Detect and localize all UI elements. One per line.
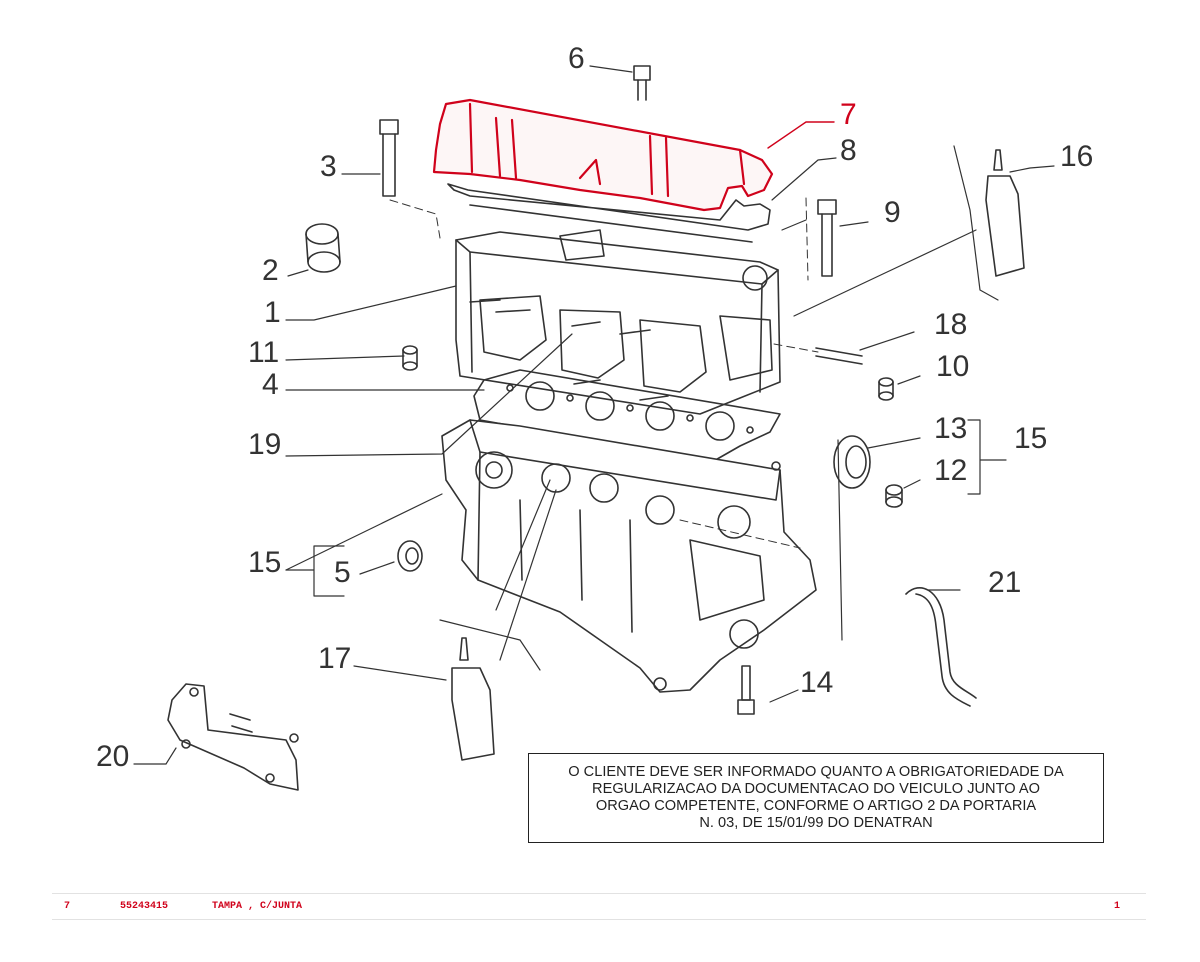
callout-16: 16 xyxy=(1060,140,1093,173)
callout-8: 8 xyxy=(840,134,857,167)
bolt-part-6[interactable] xyxy=(633,65,651,101)
sealant-bottle-part-17[interactable] xyxy=(451,637,495,761)
footer-part-number: 55243415 xyxy=(120,901,169,912)
highlight-leader xyxy=(767,121,835,149)
dowel-part-10[interactable] xyxy=(878,377,894,401)
callout-19: 19 xyxy=(248,428,281,461)
head-gasket-part-4[interactable] xyxy=(473,369,781,463)
cylinder-head-part-1[interactable] xyxy=(455,229,781,415)
callout-9: 9 xyxy=(884,196,901,229)
section-lines xyxy=(439,145,999,671)
parts-footer-row[interactable]: 7 55243415 TAMPA , C/JUNTA 1 xyxy=(52,893,1146,920)
sealant-bottle-part-16[interactable] xyxy=(985,149,1025,277)
head-bolt-part-3[interactable] xyxy=(379,119,399,197)
cap-part-2[interactable] xyxy=(305,223,341,273)
callout-13: 13 xyxy=(934,412,967,445)
seal-part-13[interactable] xyxy=(833,435,871,489)
callout-1: 1 xyxy=(264,296,281,329)
footer-description: TAMPA , C/JUNTA xyxy=(212,901,303,912)
valve-cover-gasket-part-8[interactable] xyxy=(447,183,771,243)
footer-item-number: 7 xyxy=(64,901,71,912)
callout-14: 14 xyxy=(800,666,833,699)
plug-part-12[interactable] xyxy=(885,484,903,508)
callout-21: 21 xyxy=(988,566,1021,599)
callout-11: 11 xyxy=(248,336,279,369)
callout-10: 10 xyxy=(936,350,969,383)
hose-part-21[interactable] xyxy=(905,587,977,707)
bolt-part-9[interactable] xyxy=(817,199,837,277)
callout-2: 2 xyxy=(262,254,279,287)
valve-cover-part-7[interactable] xyxy=(432,98,774,212)
callout-3: 3 xyxy=(320,150,337,183)
callout-7: 7 xyxy=(840,98,857,131)
callout-18: 18 xyxy=(934,308,967,341)
callout-20: 20 xyxy=(96,740,129,773)
callout-6: 6 xyxy=(568,42,585,75)
seal-part-5[interactable] xyxy=(397,540,423,572)
leader-lines xyxy=(133,65,1055,765)
engine-block[interactable] xyxy=(441,419,817,693)
callout-15-left: 15 xyxy=(248,546,281,579)
regulatory-notice-text: O CLIENTE DEVE SER INFORMADO QUANTO A OB… xyxy=(568,764,1064,831)
footer-quantity: 1 xyxy=(1114,901,1121,912)
callout-5: 5 xyxy=(334,556,351,589)
bolt-part-14[interactable] xyxy=(737,665,755,715)
callout-17: 17 xyxy=(318,642,351,675)
assembly-lines xyxy=(389,197,819,549)
stud-part-18[interactable] xyxy=(815,347,863,365)
dowel-part-11[interactable] xyxy=(402,345,418,371)
bracket-part-20[interactable] xyxy=(167,683,299,791)
callout-4: 4 xyxy=(262,368,279,401)
callout-15-right: 15 xyxy=(1014,422,1047,455)
regulatory-notice-box: O CLIENTE DEVE SER INFORMADO QUANTO A OB… xyxy=(528,753,1104,843)
callout-12: 12 xyxy=(934,454,967,487)
